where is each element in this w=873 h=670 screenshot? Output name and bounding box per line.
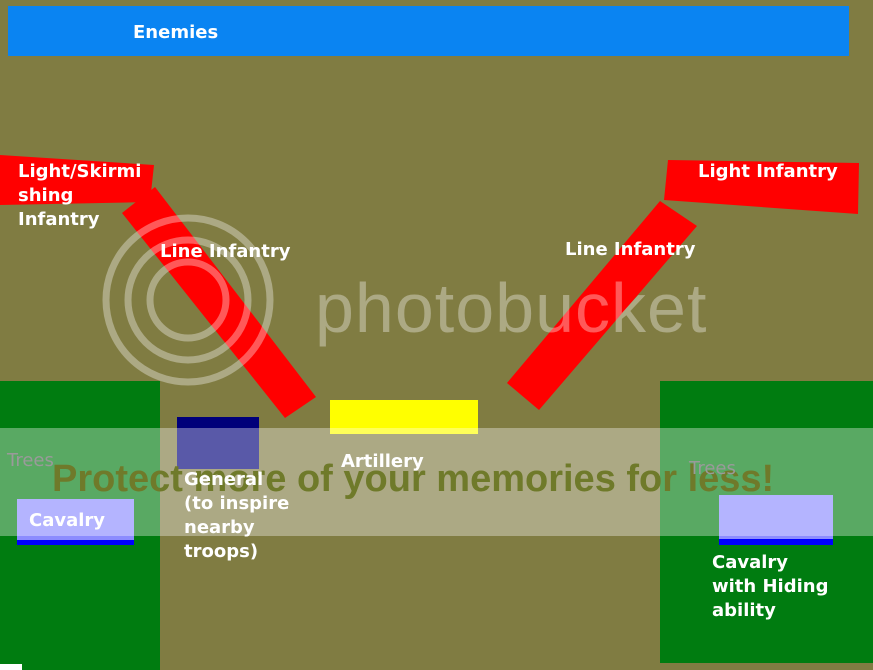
line-infantry-left-label: Line Infantry <box>160 241 291 262</box>
cavalry-right-label-line1: Cavalry <box>712 552 789 573</box>
general-label-line1: General <box>184 469 264 490</box>
artillery-block <box>330 400 478 434</box>
watermark-brand: photobucket <box>315 269 708 347</box>
watermark-banner-text: Protect more of your memories for less! <box>52 458 775 500</box>
light-infantry-block <box>664 160 859 214</box>
light-skirmishing-label-line2: shing <box>18 185 74 206</box>
watermark-banner <box>0 428 873 536</box>
enemies-bar <box>8 6 849 56</box>
cavalry-left-block <box>17 499 134 545</box>
line-infantry-right-block <box>507 201 697 410</box>
light-skirmishing-label-line1: Light/Skirmi <box>18 161 142 182</box>
general-label-line2: (to inspire <box>184 493 290 514</box>
cavalry-right-label-line2: with Hiding <box>712 576 829 597</box>
enemies-label: Enemies <box>133 22 219 43</box>
light-infantry-label: Light Infantry <box>698 161 838 182</box>
cavalry-right-label-line3: ability <box>712 600 776 621</box>
trees-left-label: Trees <box>7 450 54 471</box>
general-block <box>177 417 259 469</box>
trees-right-label: Trees <box>689 458 736 479</box>
cavalry-left-label: Cavalry <box>29 510 106 531</box>
line-infantry-right-label: Line Infantry <box>565 239 696 260</box>
light-skirmishing-infantry-block <box>0 155 154 205</box>
artillery-label: Artillery <box>341 451 424 472</box>
light-skirmishing-label-line3: Infantry <box>18 209 100 230</box>
cavalry-right-block <box>719 495 833 545</box>
bottom-left-mark <box>0 664 22 670</box>
line-infantry-left-block <box>122 187 316 418</box>
general-label-line4: troops) <box>184 541 259 562</box>
general-label-line3: nearby <box>184 517 255 538</box>
